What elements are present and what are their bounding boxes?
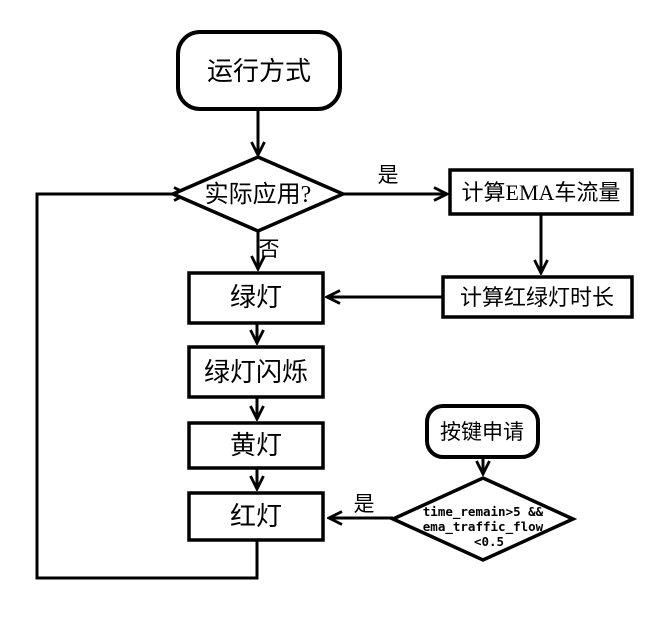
node-red-label: 红灯: [230, 502, 282, 531]
node-calc-duration: [441, 275, 634, 319]
node-green-flash: [187, 345, 325, 399]
node-calc-ema-label: 计算EMA车流量: [462, 180, 621, 205]
label-yes-bottom: 是: [354, 492, 375, 516]
node-red: [187, 491, 325, 542]
node-decision-mode: [168, 155, 348, 233]
node-start-label: 运行方式: [207, 57, 311, 86]
node-green: [187, 271, 325, 325]
node-green-label: 绿灯: [230, 283, 282, 312]
label-no: 否: [259, 237, 280, 261]
node-yellow: [187, 421, 325, 470]
node-yellow-label: 黄灯: [230, 431, 282, 460]
node-decision-button-line2: ema_traffic_flow: [423, 519, 544, 535]
node-decision-mode-label: 实际应用?: [205, 181, 312, 208]
edge-red-loop-to-decision: [35, 194, 259, 580]
node-decision-button-line3: <0.5: [474, 534, 504, 549]
label-yes-top: 是: [378, 163, 399, 187]
node-decision-button-line1: time_remain>5 &&: [423, 504, 544, 520]
node-start: [176, 30, 342, 111]
node-green-flash-label: 绿灯闪烁: [204, 358, 308, 387]
node-button-request-label: 按键申请: [440, 420, 524, 444]
node-calc-ema: [448, 168, 634, 216]
node-button-request: [425, 404, 540, 459]
node-calc-duration-label: 计算红绿灯时长: [460, 285, 614, 310]
node-decision-button: [388, 476, 578, 562]
